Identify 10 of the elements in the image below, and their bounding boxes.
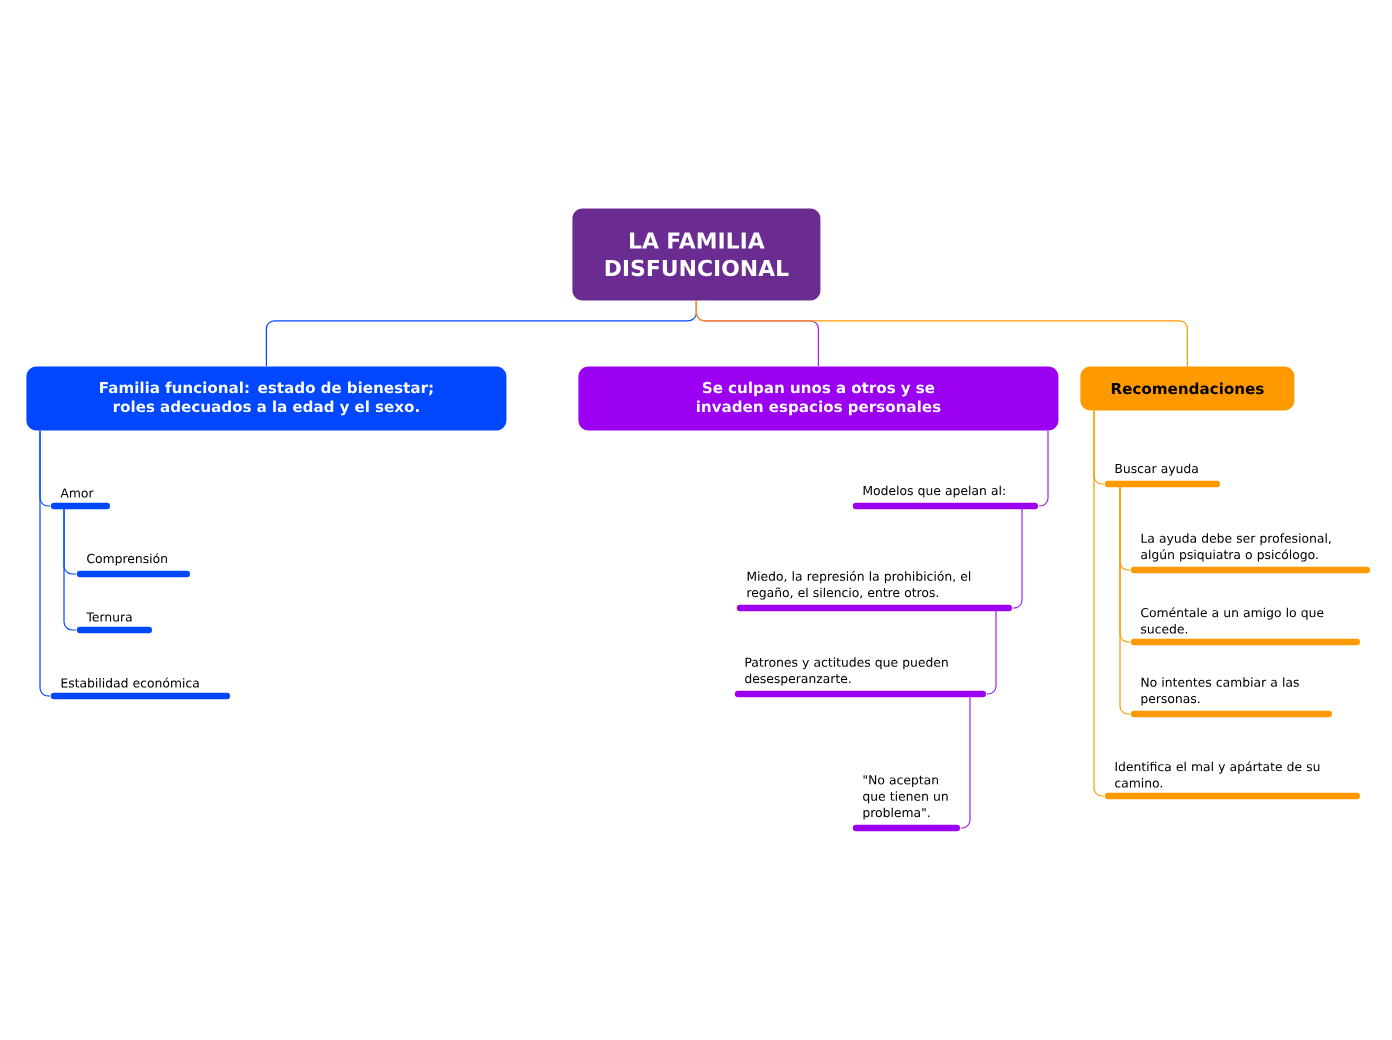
connector [960, 693, 971, 829]
connector [63, 505, 77, 631]
topic-box: LA FAMILIA DISFUNCIONAL [572, 208, 821, 301]
connector [1093, 410, 1105, 797]
connector [39, 430, 51, 697]
connector [1119, 483, 1131, 715]
connector [986, 607, 997, 695]
connector [695, 300, 1188, 367]
connector [1012, 505, 1023, 609]
connector [1038, 430, 1049, 507]
